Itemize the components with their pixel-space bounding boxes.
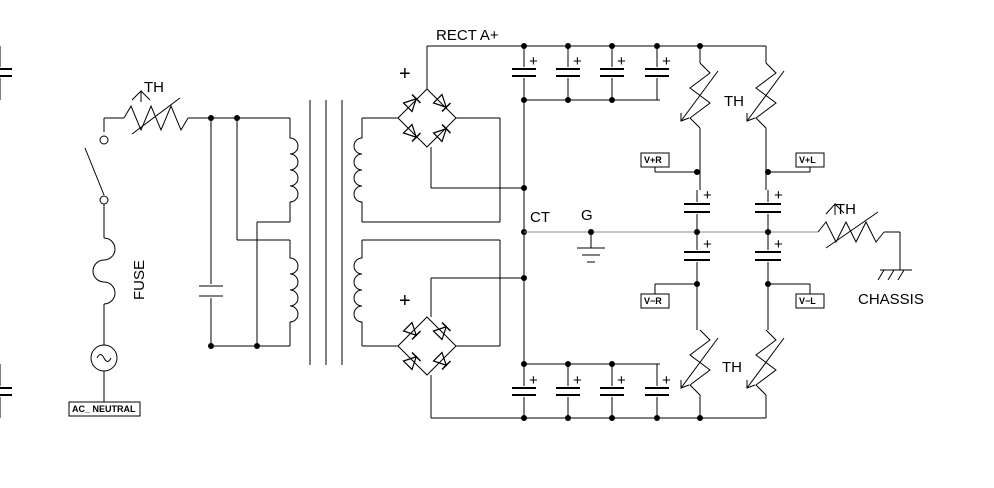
rectifier-plus-mark: + xyxy=(399,290,411,312)
v-minus-l-label: V−L xyxy=(799,296,816,306)
plus-mark: + xyxy=(703,236,712,253)
th-label-input: TH xyxy=(144,79,164,96)
capacitor-bank-top xyxy=(0,43,766,103)
fuse-symbol xyxy=(92,237,116,305)
plus-mark: + xyxy=(617,372,626,389)
chassis-label: CHASSIS xyxy=(858,291,924,308)
plus-mark: + xyxy=(774,187,783,204)
th-label-bottom: TH xyxy=(722,359,742,376)
th-label-chassis: TH xyxy=(836,201,856,218)
v-plus-l-label: V+L xyxy=(799,155,816,165)
v-minus-r-label: V−R xyxy=(644,296,662,306)
rect-a-plus-label: RECT A+ xyxy=(436,27,499,44)
plus-mark: + xyxy=(662,53,671,70)
plus-mark: + xyxy=(573,372,582,389)
ac-neutral-label: AC_ NEUTRAL xyxy=(72,404,136,414)
rectifier-plus-mark: + xyxy=(399,63,411,85)
switch-terminal-top xyxy=(99,135,109,145)
fuse-label: FUSE xyxy=(131,260,148,300)
plus-mark: + xyxy=(617,53,626,70)
polarity-marks: + + + + + + + + + + + + + + xyxy=(399,53,783,389)
bridge-rectifier-bottom xyxy=(362,239,766,419)
v-plus-r-label: V+R xyxy=(644,155,662,165)
text-labels: TH FUSE RECT A+ CT G TH TH TH CHASSIS xyxy=(131,27,924,376)
plus-mark: + xyxy=(774,236,783,253)
capacitor-bank-bottom xyxy=(0,361,703,421)
plus-mark: + xyxy=(573,53,582,70)
thermistor-input xyxy=(123,104,189,132)
plus-mark: + xyxy=(703,187,712,204)
plus-mark: + xyxy=(529,53,538,70)
bridge-rectifier-top xyxy=(362,45,524,223)
chassis-thermistor xyxy=(817,202,912,281)
net-labels: V+R V+L V−R V−L AC_ NEUTRAL xyxy=(68,152,825,417)
switch-terminal-bottom xyxy=(99,195,109,205)
plus-mark: + xyxy=(662,372,671,389)
ac-input-section xyxy=(84,89,290,402)
center-tap-bus xyxy=(521,100,818,364)
transformer xyxy=(289,100,363,365)
output-section xyxy=(654,46,811,418)
th-label-top: TH xyxy=(724,93,744,110)
g-label: G xyxy=(581,207,593,224)
switch-blade xyxy=(84,147,105,196)
ct-label: CT xyxy=(530,209,550,226)
plus-mark: + xyxy=(529,372,538,389)
